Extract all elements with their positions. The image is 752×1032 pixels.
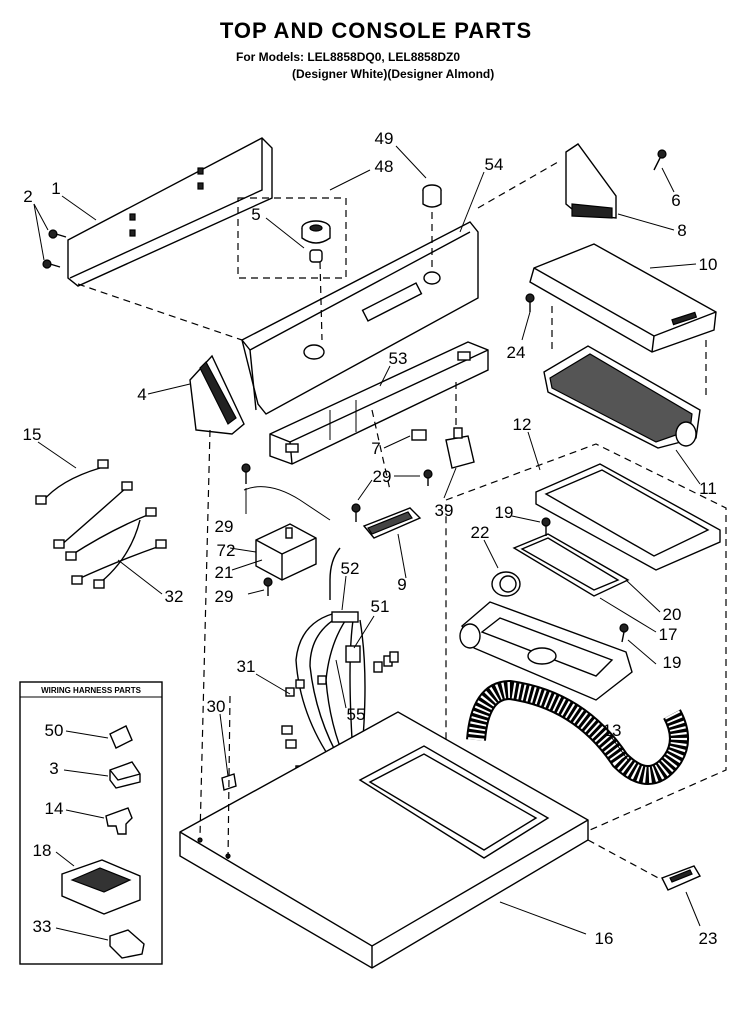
part-32-harness	[53, 481, 167, 589]
callout-16: 16	[595, 929, 614, 948]
callout-19-a: 19	[495, 503, 514, 522]
part-72-wire	[243, 486, 331, 521]
callout-48: 48	[375, 157, 394, 176]
part-11-lint-screen	[543, 306, 707, 449]
inset-label-18: 18	[33, 841, 52, 860]
inset-label-3: 3	[49, 759, 58, 778]
part-21-timer	[255, 523, 317, 581]
part-23-clip	[661, 865, 702, 891]
callout-13: 13	[603, 721, 622, 740]
callout-2: 2	[23, 187, 32, 206]
part-16-top-panel	[179, 711, 589, 969]
callout-12: 12	[513, 415, 532, 434]
callout-1: 1	[51, 179, 60, 198]
callout-7: 7	[371, 439, 380, 458]
callout-6: 6	[671, 191, 680, 210]
page-title: TOP AND CONSOLE PARTS	[219, 18, 533, 43]
part-22-ring	[491, 571, 521, 597]
callout-72: 72	[217, 541, 236, 560]
inset-title: WIRING HARNESS PARTS	[41, 686, 142, 695]
part-24-screw	[525, 293, 535, 312]
part-19-screw	[541, 517, 629, 643]
callout-39: 39	[435, 501, 454, 520]
colors-line: (Designer White)(Designer Almond)	[292, 67, 495, 81]
callout-15: 15	[23, 425, 42, 444]
callout-8: 8	[677, 221, 686, 240]
guide-lines	[77, 161, 663, 881]
callout-11: 11	[699, 479, 717, 498]
callout-53: 53	[389, 349, 408, 368]
callout-32: 32	[165, 587, 184, 606]
models-line: For Models: LEL8858DQ0, LEL8858DZ0	[236, 50, 461, 64]
callout-21: 21	[215, 563, 234, 582]
callout-10: 10	[699, 255, 718, 274]
callout-19-b: 19	[663, 653, 682, 672]
wiring-harness-inset: WIRING HARNESS PARTS	[19, 681, 163, 965]
part-4-end-cap	[189, 354, 245, 435]
callout-29-a: 29	[373, 467, 392, 486]
callout-24: 24	[507, 343, 526, 362]
part-53-control-panel	[269, 341, 489, 465]
leader-lines	[33, 145, 701, 935]
callout-55: 55	[347, 705, 366, 724]
part-15-harness	[35, 459, 109, 505]
callout-9: 9	[397, 575, 406, 594]
inset-label-50: 50	[45, 721, 64, 740]
callout-4: 4	[137, 385, 146, 404]
part-48-knob-group	[237, 197, 347, 279]
part-8-bracket	[565, 143, 617, 219]
callout-54: 54	[485, 155, 504, 174]
callout-31: 31	[237, 657, 256, 676]
part-12-assembly-box	[445, 443, 727, 831]
part-2-screws	[42, 229, 67, 269]
callout-17: 17	[659, 625, 678, 644]
part-49-knob	[422, 184, 442, 208]
callout-20: 20	[663, 605, 682, 624]
callout-23: 23	[699, 929, 718, 948]
callout-52: 52	[341, 559, 360, 578]
part-20-lid	[535, 463, 721, 571]
duct-housing	[459, 601, 633, 701]
part-54-console	[241, 221, 479, 415]
callout-51: 51	[371, 597, 390, 616]
part-39-cord-relay	[445, 427, 475, 469]
part-5-knob	[301, 220, 331, 263]
callout-29-b: 29	[215, 517, 234, 536]
callout-49: 49	[375, 129, 394, 148]
part-1-bracket	[67, 137, 273, 287]
inset-label-14: 14	[45, 799, 64, 818]
callout-29-c: 29	[215, 587, 234, 606]
inset-label-33: 33	[33, 917, 52, 936]
part-17-gasket	[512, 533, 630, 597]
callout-22: 22	[471, 523, 490, 542]
part-9-terminal-block	[362, 507, 422, 539]
part-29-screw	[241, 463, 433, 596]
callout-5: 5	[251, 205, 260, 224]
callout-30: 30	[207, 697, 226, 716]
part-13-hose	[466, 679, 689, 785]
part-7-switch	[411, 429, 427, 441]
part-6-screw	[653, 149, 667, 171]
part-10-lint-cover	[529, 243, 717, 353]
